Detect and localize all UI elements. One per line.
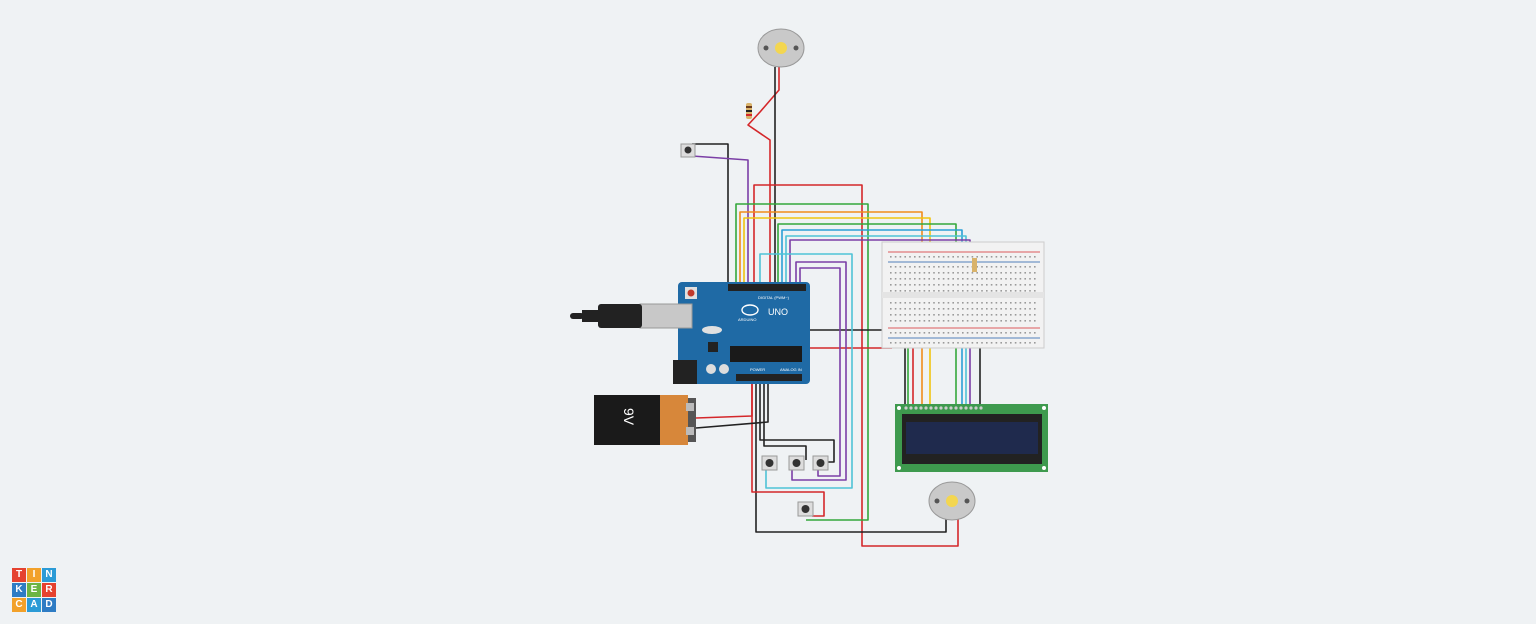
breadboard[interactable] bbox=[881, 241, 1045, 349]
wire-black-buttons[interactable] bbox=[759, 380, 835, 463]
resistor-top[interactable] bbox=[746, 103, 752, 119]
arduino-model: UNO bbox=[768, 307, 788, 317]
lcd-16x2[interactable] bbox=[895, 404, 1048, 472]
logo-letter: K bbox=[12, 583, 26, 597]
wire-battery-black[interactable] bbox=[695, 380, 769, 429]
arduino-brand: ARDUINO bbox=[738, 317, 756, 322]
wire-button-top-purple[interactable] bbox=[691, 155, 749, 290]
wire-green-loop[interactable] bbox=[735, 203, 869, 521]
wire-red-bottom-button[interactable] bbox=[751, 380, 825, 517]
arduino-uno[interactable]: ARDUINO UNO DIGITAL (PWM~) POWER ANALOG … bbox=[639, 282, 810, 384]
pushbutton-1[interactable] bbox=[761, 455, 778, 471]
logo-letter: R bbox=[42, 583, 56, 597]
battery-label: 9V bbox=[621, 408, 637, 426]
pushbutton-3[interactable] bbox=[812, 455, 829, 471]
arduino-digital-label: DIGITAL (PWM~) bbox=[758, 295, 790, 300]
pushbutton-top[interactable] bbox=[680, 143, 696, 158]
logo-letter: E bbox=[27, 583, 41, 597]
pushbutton-2[interactable] bbox=[788, 455, 805, 471]
motor-top[interactable] bbox=[757, 28, 805, 68]
motor-bottom[interactable] bbox=[928, 481, 976, 521]
logo-letter: D bbox=[42, 598, 56, 612]
logo-letter: A bbox=[27, 598, 41, 612]
usb-cable[interactable] bbox=[570, 304, 642, 328]
wire-red-lcd[interactable] bbox=[886, 344, 914, 405]
arduino-analog-label: ANALOG IN bbox=[780, 367, 802, 372]
wire-black-bottom[interactable] bbox=[755, 380, 947, 533]
logo-letter: C bbox=[12, 598, 26, 612]
wire-black-buttons2[interactable] bbox=[763, 380, 807, 460]
battery-9v[interactable]: 9V bbox=[594, 395, 696, 445]
resistor-breadboard[interactable] bbox=[972, 258, 977, 272]
wire-purple-buttons1[interactable] bbox=[791, 261, 847, 481]
wire-motor-top-red[interactable] bbox=[747, 67, 780, 290]
logo-letter: N bbox=[42, 568, 56, 582]
wire-button-top-black[interactable] bbox=[692, 143, 729, 290]
pushbutton-4[interactable] bbox=[797, 501, 814, 517]
wire-cyan-buttons[interactable] bbox=[759, 253, 853, 489]
wire-purple-buttons2[interactable] bbox=[799, 267, 841, 477]
wire-red-loop[interactable] bbox=[753, 184, 959, 547]
arduino-power-label: POWER bbox=[750, 367, 765, 372]
logo-letter: T bbox=[12, 568, 26, 582]
logo-letter: I bbox=[27, 568, 41, 582]
wire-battery-red[interactable] bbox=[695, 380, 753, 419]
